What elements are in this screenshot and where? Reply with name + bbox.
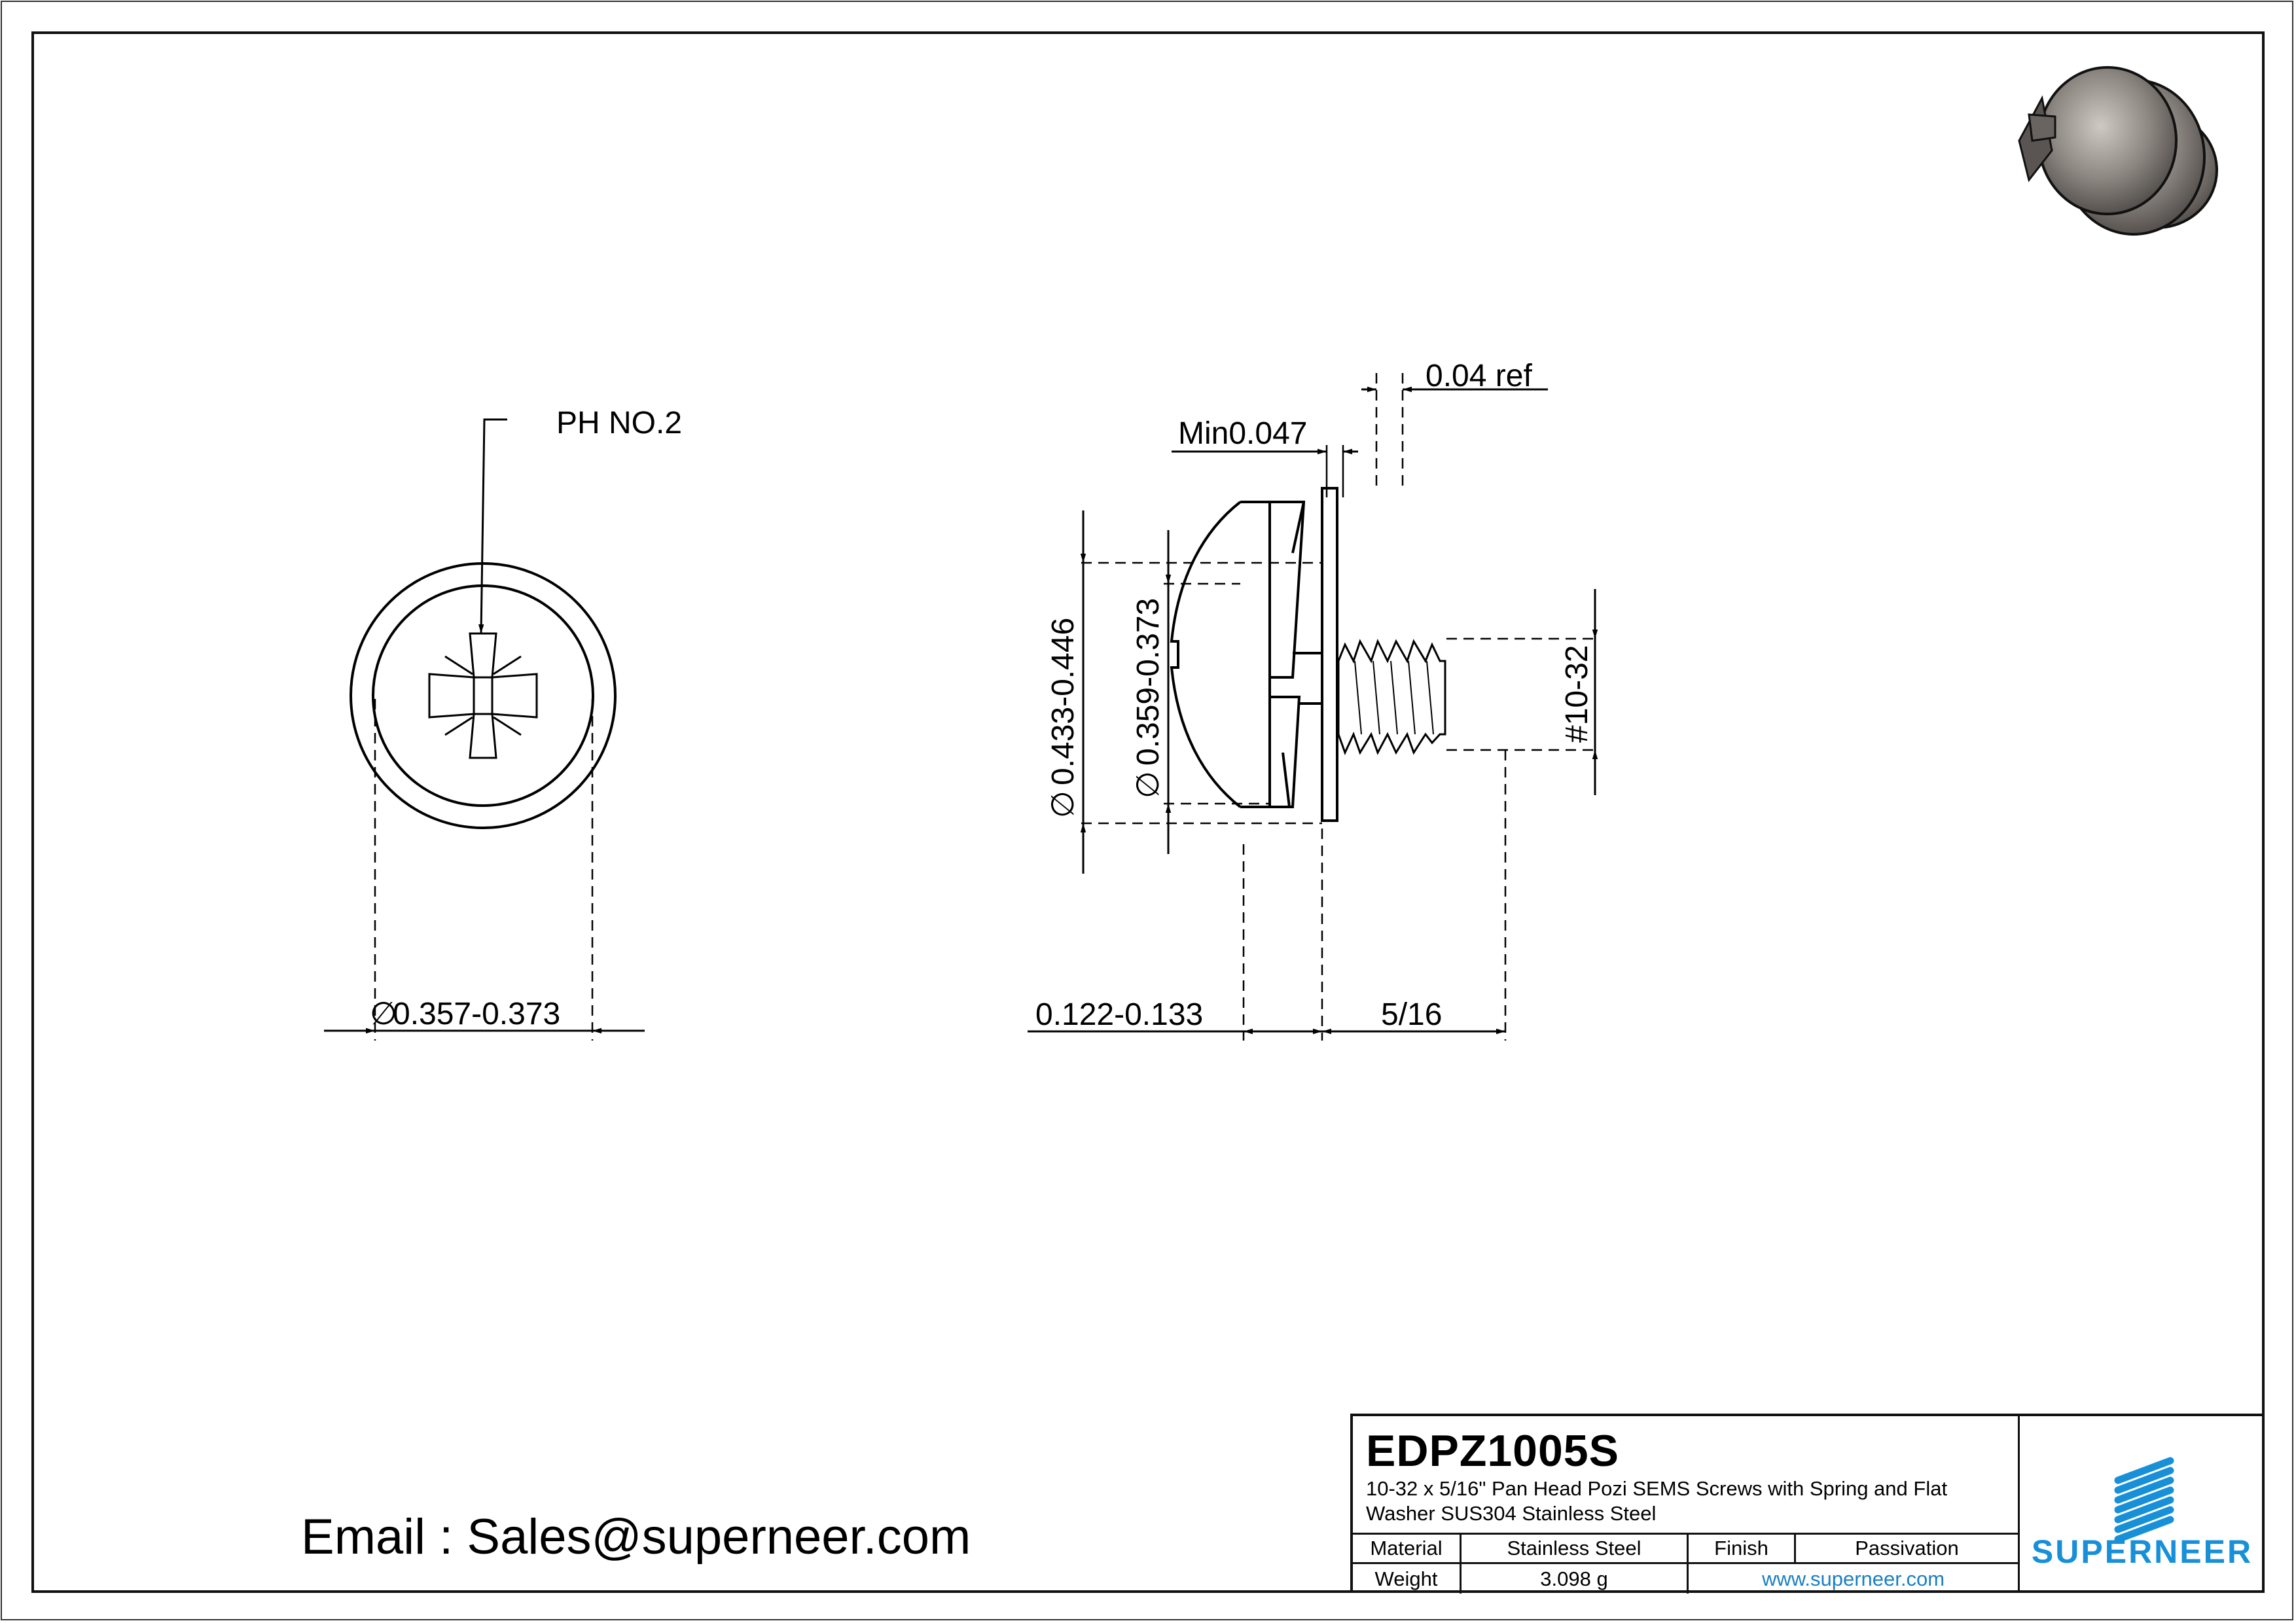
front-view: [324, 418, 645, 1041]
front-diameter-dim: 0.357-0.373: [393, 997, 560, 1031]
pozi-callout-label: PH NO.2: [556, 406, 682, 440]
washer-thickness-dim: 0.04 ref: [1426, 359, 1532, 393]
thread-spec-dim: #10-32: [1560, 645, 1594, 743]
head-outline: [372, 584, 594, 807]
screw-3d-render-icon: [2018, 66, 2218, 236]
brand-logo: SUPERNEER: [2020, 1416, 2265, 1590]
title-block: EDPZ1005S 10-32 x 5/16" Pan Head Pozi SE…: [1350, 1414, 2265, 1594]
flat-washer-od-dim: 0.433-0.446: [1046, 618, 1081, 785]
finish-value: Passivation: [1796, 1535, 2018, 1564]
spring-washer-dim: Min0.047: [1178, 416, 1307, 451]
screw-length-dim: 5/16: [1381, 997, 1442, 1032]
website-link[interactable]: www.superneer.com: [1761, 1567, 1945, 1590]
part-description: 10-32 x 5/16" Pan Head Pozi SEMS Screws …: [1366, 1477, 1948, 1525]
part-number: EDPZ1005S: [1366, 1426, 1619, 1476]
weight-label: Weight: [1353, 1564, 1462, 1594]
material-label: Material: [1353, 1535, 1462, 1564]
pozi-recess-icon: [428, 632, 538, 759]
head-diameter-dim: 0.359-0.373: [1131, 598, 1166, 766]
contact-email: Email : Sales@superneer.com: [301, 1509, 971, 1565]
title-block-main: EDPZ1005S 10-32 x 5/16" Pan Head Pozi SE…: [1353, 1416, 2020, 1594]
washer-outline: [350, 562, 617, 829]
diameter-symbol-icon: ∅: [370, 997, 397, 1031]
side-view: [1028, 373, 1598, 1041]
drawing-border: [31, 31, 2265, 1593]
finish-label: Finish: [1689, 1535, 1796, 1564]
head-height-dim: 0.122-0.133: [1035, 997, 1203, 1032]
weight-value: 3.098 g: [1462, 1564, 1689, 1594]
properties-table: Material Stainless Steel Finish Passivat…: [1353, 1533, 2018, 1595]
diameter-symbol-icon: ∅: [1131, 771, 1166, 798]
diameter-symbol-icon: ∅: [1046, 791, 1081, 818]
superneer-stripes-icon: [2114, 1457, 2174, 1541]
brand-name: SUPERNEER: [2031, 1533, 2253, 1570]
material-value: Stainless Steel: [1462, 1535, 1689, 1564]
